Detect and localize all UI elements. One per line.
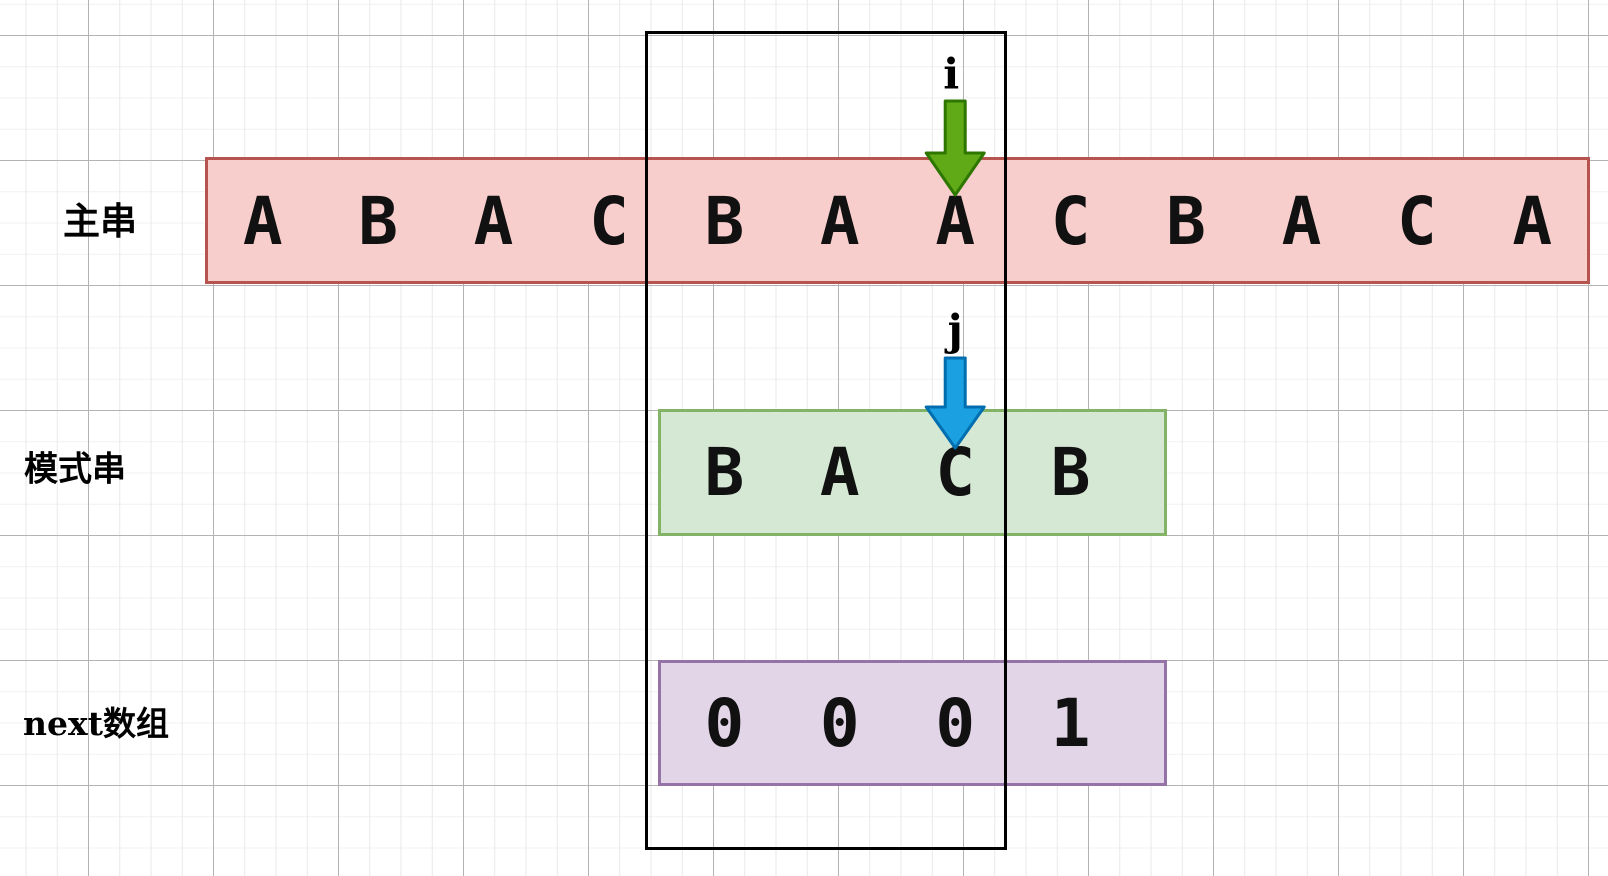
- main-string-cell: C: [1397, 183, 1437, 260]
- main-string-cell: B: [358, 183, 398, 260]
- next-array-cell: 0: [819, 685, 860, 762]
- main-string-cell: A: [819, 183, 860, 260]
- main-string-cell: B: [704, 183, 745, 260]
- pointer-j-label: j: [947, 305, 963, 355]
- main-string-cell: C: [589, 183, 629, 260]
- next-array-cell: 0: [935, 685, 976, 762]
- i-arrow-icon: [924, 99, 986, 197]
- pattern-string-cell: C: [935, 434, 976, 511]
- main-string-cell: A: [473, 183, 514, 260]
- pattern-string-label: 模式串: [24, 449, 126, 490]
- main-string-cell: A: [1512, 183, 1553, 260]
- main-string-cell: B: [1166, 183, 1206, 260]
- main-string-cell: A: [1281, 183, 1322, 260]
- next-array-box: [658, 660, 1167, 786]
- main-string-cell: A: [935, 183, 976, 260]
- main-string-label: 主串: [63, 199, 137, 243]
- pattern-string-cell: B: [1050, 434, 1091, 511]
- main-string-cell: A: [242, 183, 283, 260]
- next-array-cell: 1: [1050, 685, 1091, 762]
- focus-window-rect: [645, 31, 1007, 850]
- next-array-cell: 0: [704, 685, 745, 762]
- main-string-cell: C: [1050, 183, 1091, 260]
- pattern-string-box: [658, 409, 1167, 536]
- j-arrow-icon: [924, 356, 986, 450]
- pattern-string-cell: B: [704, 434, 745, 511]
- main-string-box: [205, 157, 1590, 284]
- next-array-label: next数组: [23, 704, 169, 743]
- pointer-i-label: i: [943, 49, 960, 99]
- pattern-string-cell: A: [819, 434, 860, 511]
